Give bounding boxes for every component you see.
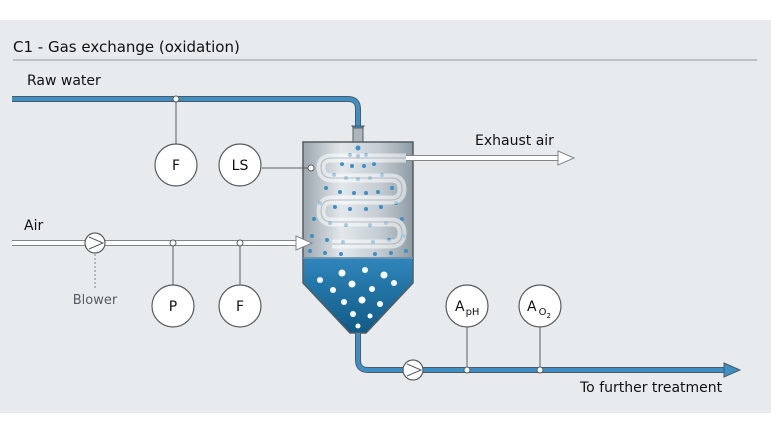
ph-analyzer-tag: ApH — [455, 299, 479, 318]
blower[interactable] — [84, 232, 106, 288]
air-flow-tag: F — [236, 299, 244, 315]
blower-label: Blower — [73, 293, 118, 308]
air-flow-path — [316, 153, 407, 249]
outlet-pipe — [355, 333, 742, 378]
exhaust-air-pipe — [406, 150, 576, 166]
outlet-arrow-icon — [723, 362, 742, 378]
level-switch-instrument[interactable]: LS — [218, 143, 315, 187]
air-pressure-tag: P — [169, 299, 177, 315]
air-flow-instrument[interactable]: F — [218, 239, 262, 328]
air-inlet-arrow-icon — [295, 235, 314, 251]
outlet-pump[interactable] — [402, 359, 424, 381]
air-label: Air — [24, 218, 43, 234]
exhaust-air-arrow-icon — [557, 150, 576, 166]
raw-water-pipe — [12, 96, 365, 135]
air-bubbles — [317, 267, 397, 329]
level-switch-tag: LS — [232, 158, 249, 174]
raw-water-flow-tag: F — [172, 158, 180, 174]
raw-water-label: Raw water — [27, 73, 101, 89]
further-treatment-label: To further treatment — [579, 380, 723, 396]
pump-symbol-icon — [406, 363, 423, 377]
ph-analyzer-instrument[interactable]: ApH — [445, 284, 489, 374]
blower-symbol-icon — [88, 236, 105, 250]
raw-water-flow-instrument[interactable]: F — [154, 95, 198, 187]
air-inlet-pipe — [12, 235, 314, 251]
air-pressure-instrument[interactable]: P — [151, 239, 195, 328]
page-title: C1 - Gas exchange (oxidation) — [13, 38, 240, 56]
exhaust-air-label: Exhaust air — [475, 133, 554, 149]
spray-nozzle — [352, 127, 364, 143]
